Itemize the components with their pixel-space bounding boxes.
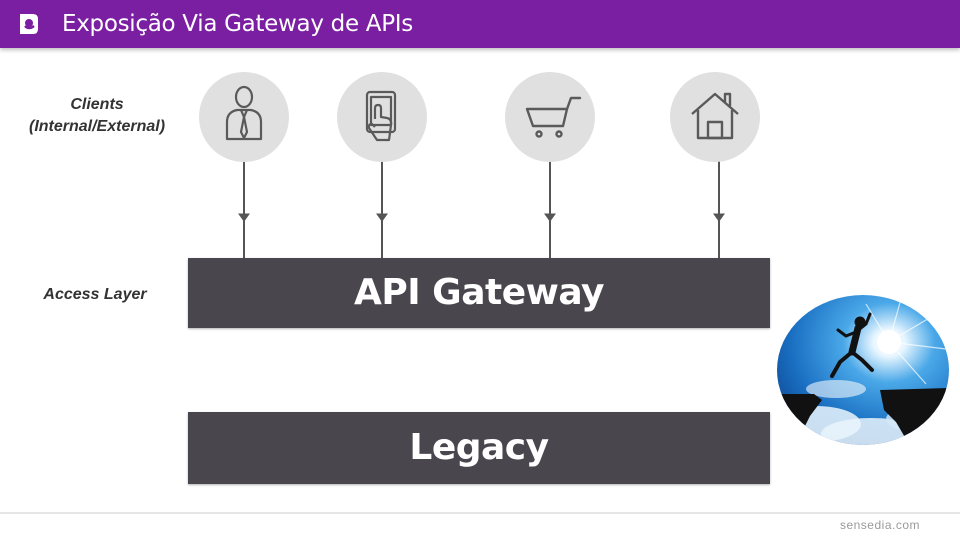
shopping-cart-icon bbox=[525, 96, 582, 138]
api-gateway-layer: API Gateway bbox=[188, 258, 770, 328]
legacy-layer: Legacy bbox=[188, 412, 770, 484]
client-businessman bbox=[199, 72, 289, 162]
footer-divider bbox=[0, 512, 960, 514]
businessman-icon bbox=[225, 85, 263, 141]
client-cart bbox=[505, 72, 595, 162]
client-house bbox=[670, 72, 760, 162]
clients-label-line2: (Internal/External) bbox=[28, 118, 166, 135]
clients-label-line1: Clients bbox=[70, 96, 124, 113]
slide-title: Exposição Via Gateway de APIs bbox=[62, 11, 413, 37]
footer-brand: sensedia.com bbox=[839, 518, 920, 532]
access-layer-label: Access Layer bbox=[43, 286, 147, 303]
person-jumping-gap-image bbox=[777, 295, 949, 445]
tablet-touch-icon bbox=[365, 90, 397, 142]
clients-label: Clients (Internal/External) bbox=[18, 94, 176, 138]
header-bar: Exposição Via Gateway de APIs bbox=[0, 0, 960, 48]
client-tablet bbox=[337, 72, 427, 162]
sensedia-logo-icon bbox=[20, 14, 38, 34]
house-icon bbox=[691, 92, 739, 140]
